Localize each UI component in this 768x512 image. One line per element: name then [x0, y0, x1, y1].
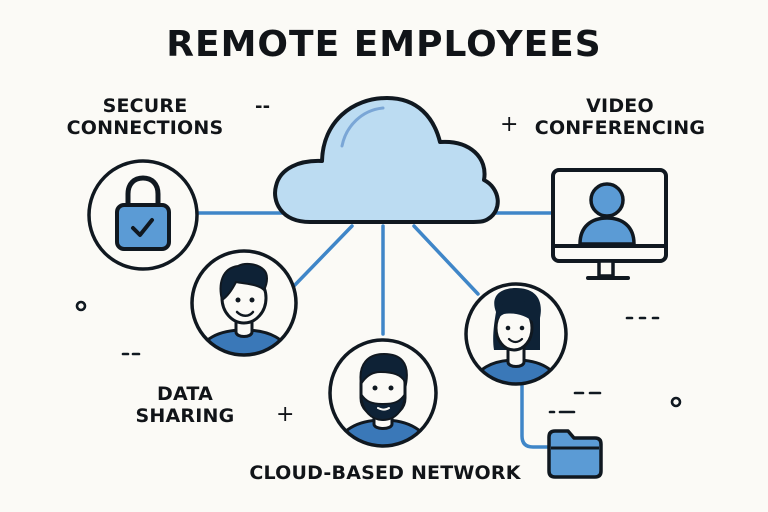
employee-3-node: [464, 282, 568, 386]
secure-connections-node: [87, 159, 199, 271]
page-title: REMOTE EMPLOYEES: [166, 24, 602, 65]
connection-lines: [194, 211, 556, 449]
plus-mark: +: [276, 402, 295, 427]
cloud-icon: [273, 96, 500, 224]
label-data-sharing: DATA SHARING: [110, 383, 260, 428]
edge-employee-3-folder: [520, 376, 550, 449]
employee-2-node: [328, 338, 438, 448]
folder-icon: [547, 429, 603, 479]
label-line: SHARING: [135, 404, 235, 427]
label-line: DATA: [157, 383, 213, 405]
monitor-person-icon: [551, 168, 668, 280]
decorations: [75, 300, 682, 414]
small-ring-left: [75, 300, 87, 312]
employee-1-node: [190, 249, 298, 357]
video-conferencing-node: [551, 168, 668, 280]
label-line: SECURE: [102, 95, 188, 117]
label-line: VIDEO: [586, 95, 654, 117]
small-ring-right: [670, 396, 682, 408]
padlock-check-icon: [115, 175, 171, 251]
label-cloud-based-network: CLOUD-BASED NETWORK: [249, 462, 521, 484]
edge-cloud-employee-3: [412, 224, 480, 296]
dash-mark: --: [255, 96, 271, 117]
label-line: CONFERENCING: [534, 116, 706, 139]
plus-mark: +: [500, 112, 519, 137]
label-video-conferencing: VIDEO CONFERENCING: [510, 95, 730, 140]
label-line: CONNECTIONS: [66, 116, 224, 139]
edge-cloud-employee-1: [290, 224, 354, 290]
label-secure-connections: SECURE CONNECTIONS: [40, 95, 250, 140]
